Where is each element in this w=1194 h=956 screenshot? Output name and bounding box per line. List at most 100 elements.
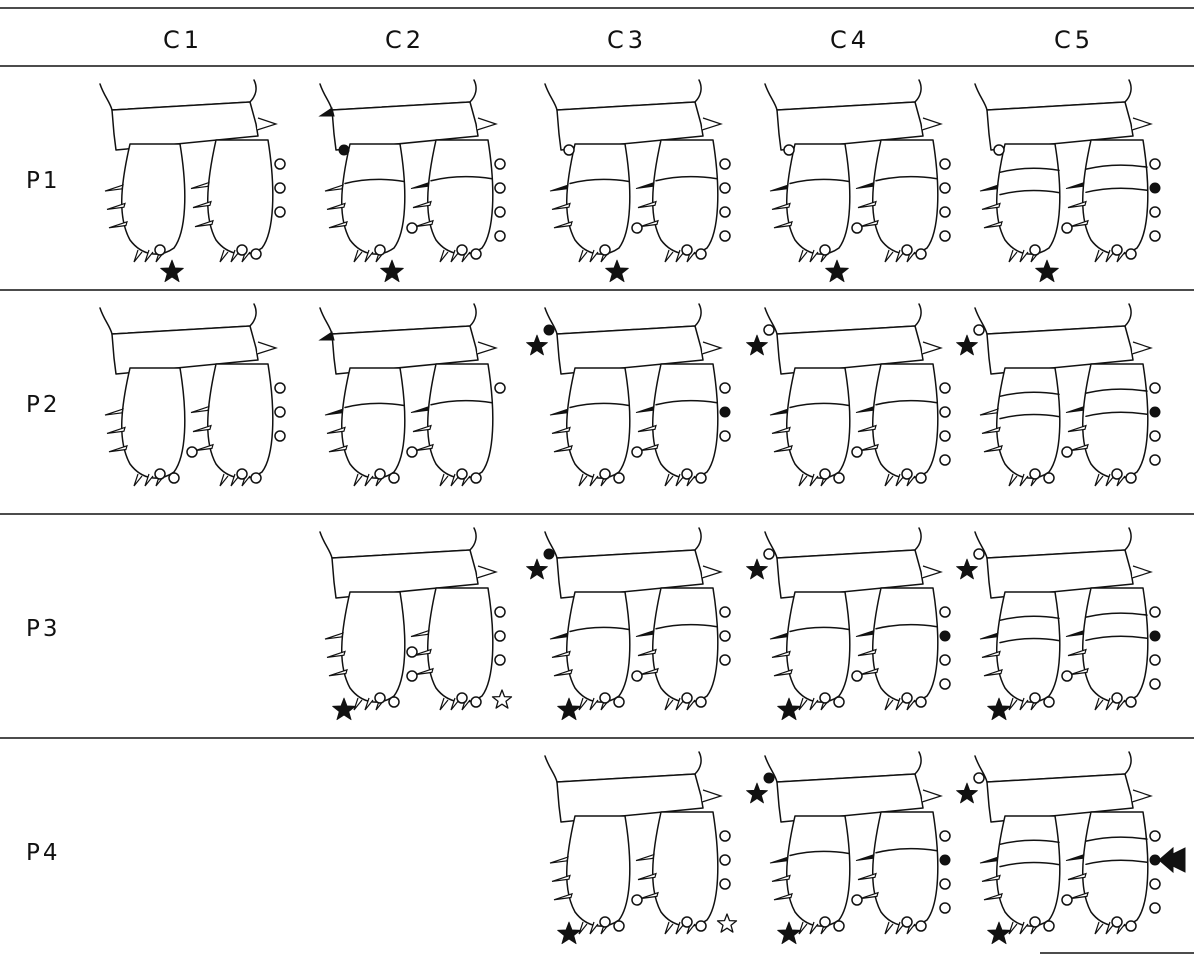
- exopod-apical-spine: [1095, 250, 1103, 262]
- exopod-seta: [275, 207, 285, 217]
- endopod-inner-seta: [407, 447, 417, 457]
- endopod-outer-spine: [980, 857, 998, 863]
- exopod-apical-spine: [220, 250, 228, 262]
- column-headers: C1 C2 C3 C4 C5: [163, 26, 1094, 54]
- endopod-apical-spine: [354, 250, 362, 262]
- endopod-apical-spine: [579, 698, 587, 710]
- endopod-terminal-seta: [600, 469, 610, 479]
- exopod-outline: [653, 812, 718, 926]
- endopod-terminal-seta: [614, 473, 624, 483]
- exopod-apical-spine: [1095, 922, 1103, 934]
- basis-lateral-spine: [702, 790, 721, 802]
- exopod-terminal-seta: [682, 245, 692, 255]
- basis-lateral-spine: [922, 118, 941, 130]
- exopod-seta: [720, 655, 730, 665]
- endopod-outline: [787, 592, 850, 702]
- endopod-outline: [567, 144, 630, 254]
- endopod-apical-spine: [799, 922, 807, 934]
- coxal-star-marker: [747, 335, 768, 355]
- endopod-inner-seta: [632, 671, 642, 681]
- exopod-seta: [1150, 159, 1160, 169]
- exopod-outer-spine: [856, 631, 874, 637]
- leg-p3-c4: [747, 528, 951, 720]
- basis-lateral-spine: [922, 566, 941, 578]
- exopod-seta: [940, 631, 950, 641]
- exopod-seta: [720, 183, 730, 193]
- exopod-apical-spine: [1095, 698, 1103, 710]
- endopod-apical-spine: [134, 474, 142, 486]
- endopod-outer-spine: [325, 185, 343, 191]
- endopod-apical-spine: [579, 922, 587, 934]
- exopod-terminal-seta: [1112, 469, 1122, 479]
- endopod-outer-spine: [770, 409, 788, 415]
- leg-p3-c2: [320, 528, 512, 720]
- exopod-terminal-seta: [1112, 693, 1122, 703]
- endopod-apical-spine: [354, 474, 362, 486]
- exopod-terminal-seta: [902, 917, 912, 927]
- endopod-terminal-seta: [614, 697, 624, 707]
- endopod-inner-seta: [187, 447, 197, 457]
- endopod-outer-spine: [550, 633, 568, 639]
- exopod-seta: [1150, 607, 1160, 617]
- leg-p4-c4: [747, 752, 951, 944]
- endopod-inner-seta: [852, 447, 862, 457]
- exopod-seta: [940, 831, 950, 841]
- endopod-terminal-seta: [600, 917, 610, 927]
- column-header-c3: C3: [607, 26, 647, 54]
- exopod-outer-spine: [191, 183, 209, 189]
- endopod-terminal-seta: [389, 473, 399, 483]
- basis-inner-spine: [320, 108, 334, 116]
- new-element-star: [988, 922, 1011, 944]
- exopod-seta: [1150, 655, 1160, 665]
- exopod-seta: [495, 231, 505, 241]
- exopod-seta: [495, 183, 505, 193]
- exopod-terminal-seta: [457, 693, 467, 703]
- endopod-inner-seta: [852, 223, 862, 233]
- exopod-outline: [208, 364, 273, 478]
- exopod-outer-spine: [636, 407, 654, 413]
- exopod-seta: [495, 383, 505, 393]
- endopod-outline: [787, 144, 850, 254]
- exopod-terminal-seta: [916, 921, 926, 931]
- exopod-outer-spine: [411, 183, 429, 189]
- exopod-seta: [720, 207, 730, 217]
- exopod-apical-spine: [665, 698, 673, 710]
- coxal-star-marker: [957, 335, 978, 355]
- endopod-apical-spine: [579, 474, 587, 486]
- exopod-seta: [940, 407, 950, 417]
- exopod-apical-spine: [440, 698, 448, 710]
- exopod-terminal-seta: [902, 245, 912, 255]
- exopod-seta: [495, 159, 505, 169]
- exopod-terminal-seta: [471, 473, 481, 483]
- endopod-terminal-seta: [600, 693, 610, 703]
- basis-lateral-spine: [1132, 342, 1151, 354]
- basis-lateral-spine: [702, 118, 721, 130]
- basis-lateral-spine: [702, 342, 721, 354]
- endopod-terminal-seta: [834, 921, 844, 931]
- exopod-seta: [940, 383, 950, 393]
- endopod-inner-seta: [1062, 671, 1072, 681]
- endopod-inner-seta: [407, 647, 417, 657]
- exopod-seta: [495, 631, 505, 641]
- row-label-p2: P2: [26, 392, 61, 418]
- exopod-seta: [275, 407, 285, 417]
- open-star-marker: [493, 690, 512, 708]
- exopod-seta: [940, 207, 950, 217]
- endopod-terminal-seta: [155, 469, 165, 479]
- endopod-inner-seta: [407, 671, 417, 681]
- endopod-terminal-seta: [820, 693, 830, 703]
- exopod-seta: [720, 383, 730, 393]
- endopod-apical-spine: [579, 250, 587, 262]
- endopod-outer-spine: [770, 857, 788, 863]
- leg-p2-c4: [747, 304, 951, 486]
- exopod-terminal-seta: [696, 249, 706, 259]
- leg-p1-c4: [765, 80, 950, 282]
- exopod-seta: [940, 903, 950, 913]
- leg-p2-c5: [957, 304, 1161, 486]
- endopod-terminal-seta: [820, 917, 830, 927]
- endopod-outline: [342, 368, 405, 478]
- endopod-outline: [342, 144, 405, 254]
- exopod-outer-spine: [411, 407, 429, 413]
- endopod-terminal-seta: [1030, 245, 1040, 255]
- coxal-seta: [544, 549, 554, 559]
